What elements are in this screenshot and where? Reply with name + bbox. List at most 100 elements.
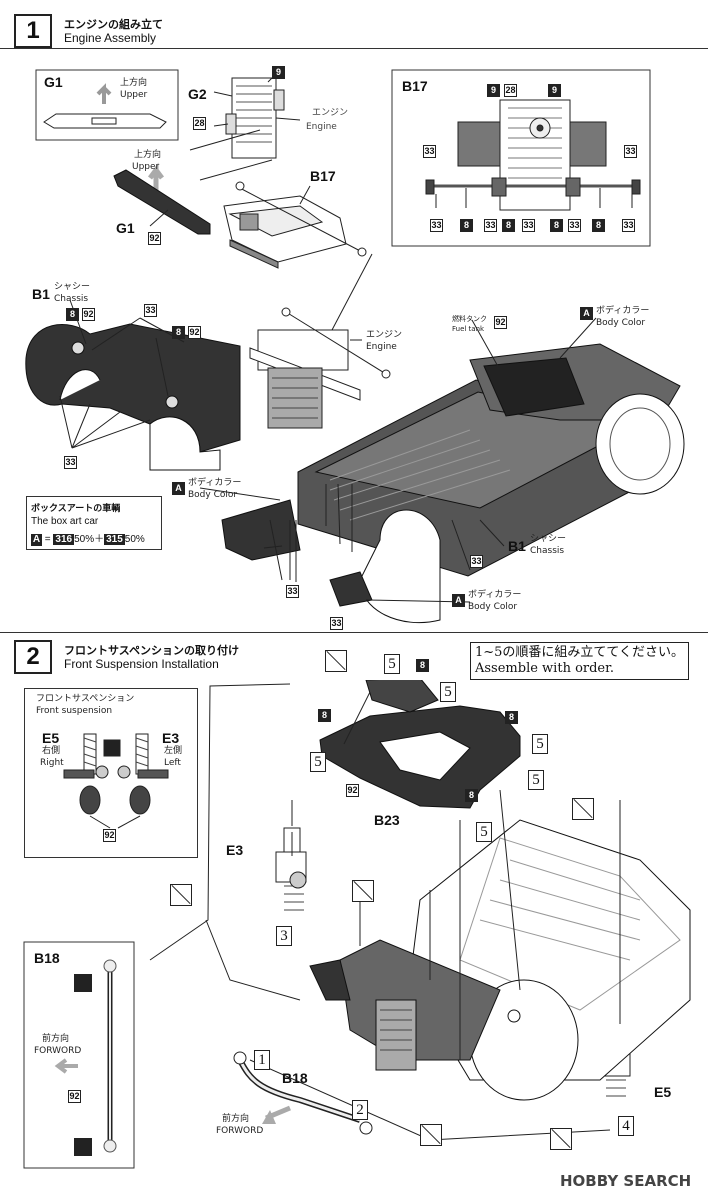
engine2-label-en: Engine [366,342,397,352]
e3-inset-jp: 左側 [164,746,183,756]
g1-inset-label: G1 [44,74,63,90]
divider [0,632,708,633]
body-color-jp: ボディカラー [468,590,522,600]
part-number-badge: 8 [460,219,473,232]
body-color-jp: ボディカラー [188,478,242,488]
b18-inset-fwd-jp: 前方向 [42,1034,70,1044]
body-color-en: Body Color [596,318,646,328]
color-code-badge: A [452,594,465,607]
order-number: 5 [384,654,400,674]
body-color-jp: ボディカラー [596,306,650,316]
fuel-tank-en: Fuel tank [452,325,485,333]
part-number-badge: 33 [286,585,299,598]
step-title-en: Engine Assembly [64,31,157,45]
part-number-badge: 33 [484,219,497,232]
part-number-badge: 8 [66,308,79,321]
part-number-badge: 33 [144,304,157,317]
inset-title-jp: フロントサスペンション [36,694,135,704]
box-art-title-jp: ボックスアートの車輌 [31,504,121,514]
part-number-badge: 28 [504,84,517,97]
part-number-badge: 33 [423,145,436,158]
body-color-en: Body Color [188,490,238,500]
b18-inset-label: B18 [34,950,60,966]
front-suspension-diagram [23,680,691,1169]
order-number: 1 [254,1050,270,1070]
step-title-jp: フロントサスペンションの取り付け [64,644,240,657]
b18-inset-fwd-en: FORWORD [34,1046,82,1056]
part-number-badge: 8 [550,219,563,232]
paint-ratio: 50% [74,534,95,545]
box-art-title-en: The box art car [31,516,99,527]
step-title-jp: エンジンの組み立て [64,18,163,31]
part-number-badge: 9 [548,84,561,97]
order-number: 5 [440,682,456,702]
no-glue-icon [420,1124,442,1146]
engine2-label-jp: エンジン [366,330,403,340]
part-number-badge: 33 [624,145,637,158]
engine-assembly-diagram [25,69,685,624]
no-glue-icon [550,1128,572,1150]
paint-code-badge: 315 [104,534,125,545]
step-number: 2 [14,640,52,674]
engine-label-en: Engine [306,122,337,132]
color-code-badge: A [31,534,42,546]
order-number: 5 [310,752,326,772]
note-en: Assemble with order. [475,661,615,676]
step-number: 1 [14,14,52,48]
g1-label: G1 [116,220,135,236]
e5-inset-label: E5 [42,730,60,746]
color-code-badge: A [580,307,593,320]
part-number-badge: 33 [430,219,443,232]
b17-label: B17 [310,168,336,184]
order-number: 5 [528,770,544,790]
part-number-badge: 9 [272,66,285,79]
e5-label: E5 [654,1084,672,1100]
forward-label-en: FORWORD [216,1126,264,1136]
g2-label: G2 [188,86,207,102]
e3-label: E3 [226,842,244,858]
fuel-tank-jp: 燃料タンク [452,315,487,323]
g1-inset-up-en: Upper [120,90,148,100]
paint-ratio: 50% [124,534,145,545]
no-glue-icon [572,798,594,820]
color-code-badge: A [172,482,185,495]
part-number-badge: 33 [568,219,581,232]
part-number-badge: 28 [193,117,206,130]
forward-label-jp: 前方向 [222,1114,250,1124]
e5-inset-jp: 右側 [42,746,61,756]
part-number-badge: 33 [522,219,535,232]
b1-right-jp: シャシー [530,534,567,544]
part-number-badge: 33 [64,456,77,469]
part-number-badge: 92 [103,829,116,842]
part-number-badge: 9 [487,84,500,97]
inset-title-en: Front suspension [36,706,113,716]
e5-inset-en: Right [40,758,64,768]
part-number-badge: 8 [592,219,605,232]
part-number-badge: 92 [148,232,161,245]
no-glue-icon [325,650,347,672]
step-title-en: Front Suspension Installation [64,657,219,671]
part-number-badge: 33 [622,219,635,232]
part-number-badge: 33 [470,555,483,568]
divider [0,48,708,49]
b23-label: B23 [374,812,400,828]
no-glue-icon [170,884,192,906]
order-number: 2 [352,1100,368,1120]
assembly-order-note: 1~5の順番に組み立ててください。 Assemble with order. [470,642,690,680]
b18-label: B18 [282,1070,308,1086]
b1-right-en: Chassis [530,546,565,556]
order-number: 3 [276,926,292,946]
body-color-en: Body Color [468,602,518,612]
part-number-badge: 92 [188,326,201,339]
part-number-badge: 92 [68,1090,81,1103]
part-number-badge: 8 [172,326,185,339]
b1-left-jp: シャシー [54,282,91,292]
plus-sign: ＋ [94,534,105,545]
part-number-badge: 92 [82,308,95,321]
order-number: 5 [532,734,548,754]
g1-inset-up-jp: 上方向 [120,78,148,88]
e3-inset-label: E3 [162,730,180,746]
note-jp: 1~5の順番に組み立ててください。 [475,645,685,660]
